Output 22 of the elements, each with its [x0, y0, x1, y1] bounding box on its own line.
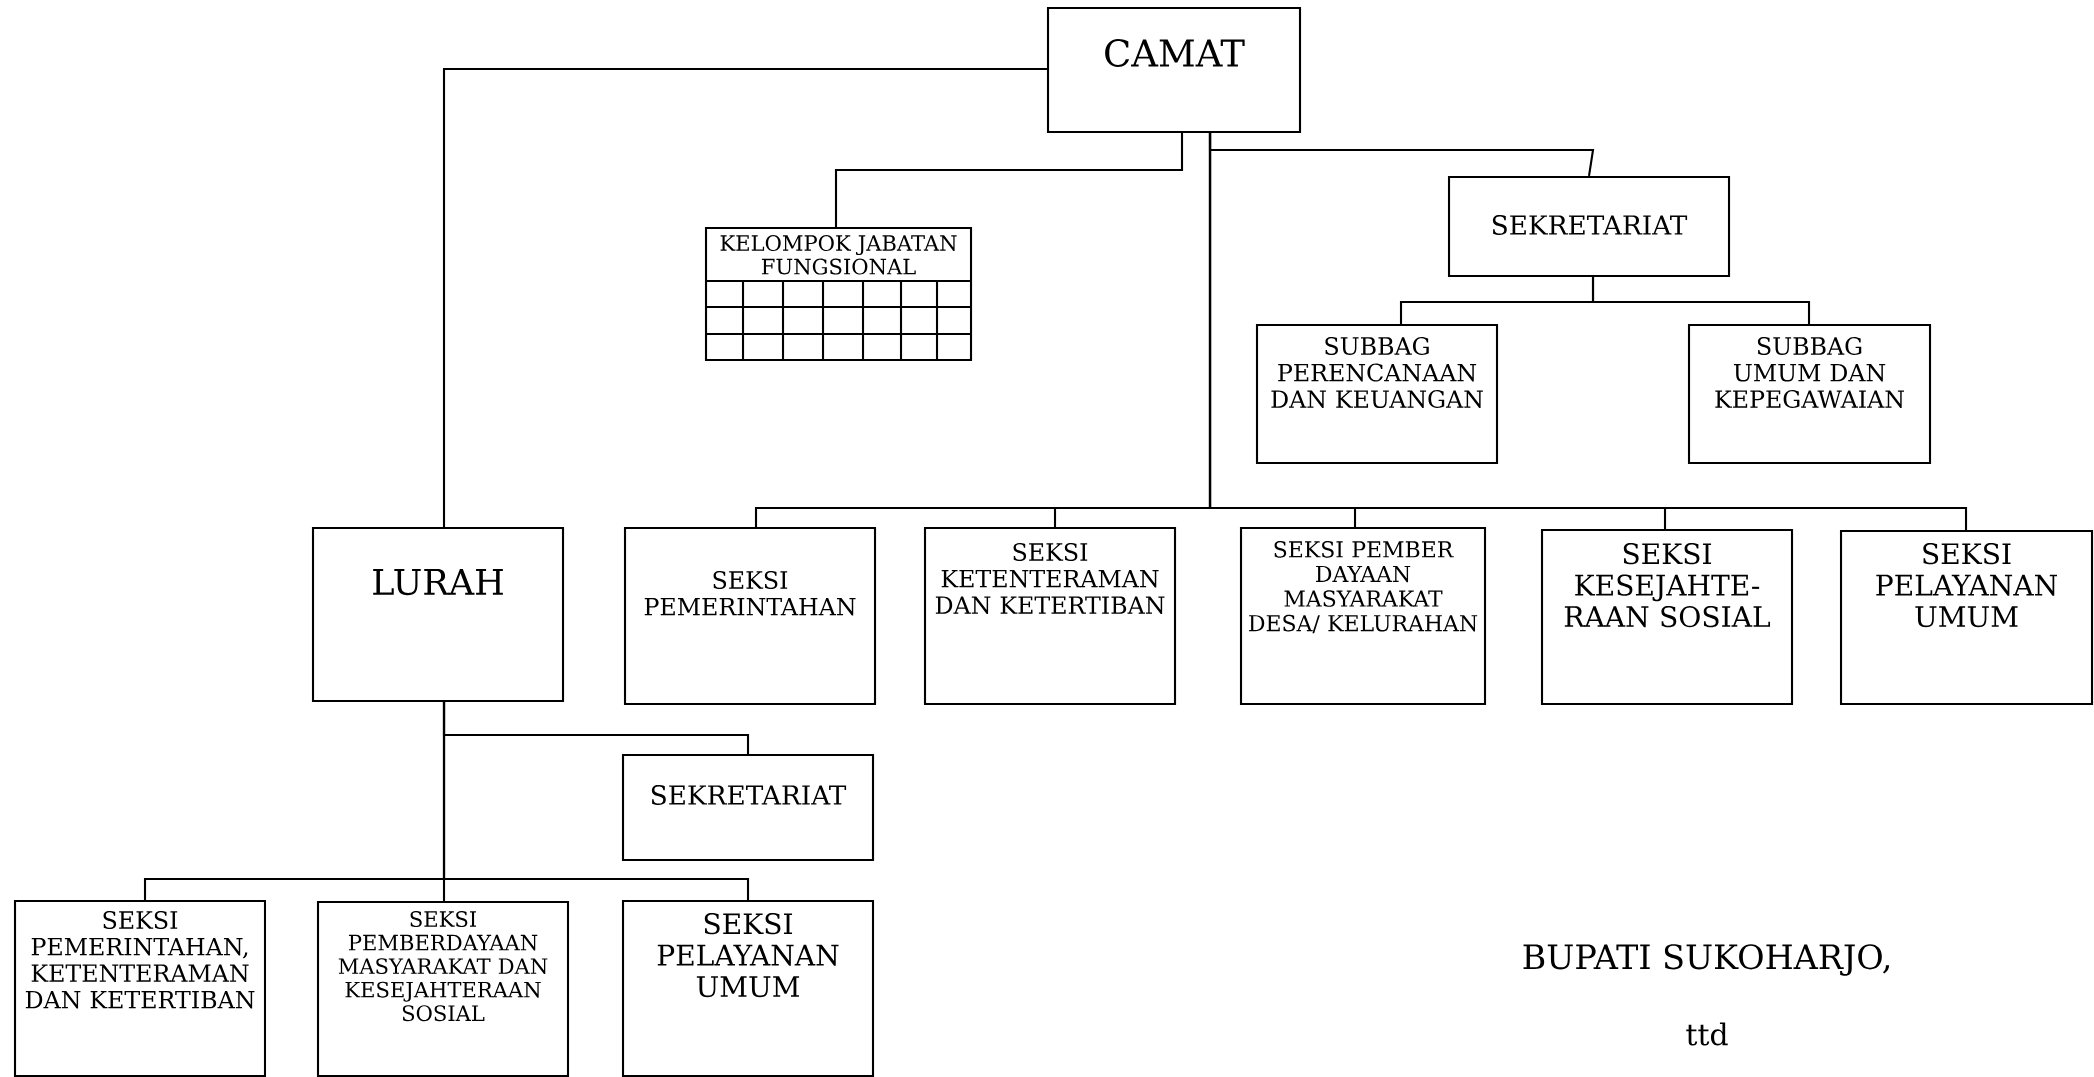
connector-line [442, 67, 1047, 527]
org-box: SEKSI PELAYANAN UMUM [621, 899, 875, 1077]
connector-line [1591, 277, 1811, 324]
org-box: SEKSI PEMERINTAHAN, KETENTERAMAN DAN KETERTIBAN [13, 899, 267, 1077]
org-box: SEKSI PEMBER DAYAAN MASYARAKAT DESA/ KELURAHAN [1239, 526, 1487, 706]
org-box: SUBBAG PERENCANAAN DAN KEUANGAN [1255, 323, 1499, 465]
org-box: SEKSI PELAYANAN UMUM [1839, 529, 2094, 706]
signature-title: BUPATI SUKOHARJO, [1523, 944, 1890, 976]
signature-note: ttd [1686, 1022, 1728, 1046]
org-box: SEKSI KESEJAHTE- RAAN SOSIAL [1540, 528, 1794, 706]
org-box: SEKSI PEMERINTAHAN [623, 526, 877, 706]
org-box: SEKRETARIAT [1447, 175, 1731, 278]
org-box: CAMAT [1046, 6, 1302, 134]
org-box: LURAH [311, 526, 565, 703]
org-box: SUBBAG UMUM DAN KEPEGAWAIAN [1687, 323, 1932, 465]
org-box: SEKRETARIAT [621, 753, 875, 862]
connector-line [442, 702, 750, 900]
connector-line [1208, 133, 1968, 530]
org-box: KELOMPOK JABATAN FUNGSIONAL [704, 226, 973, 362]
org-box: SEKSI KETENTERAMAN DAN KETERTIBAN [923, 526, 1177, 706]
org-box: SEKSI PEMBERDAYAAN MASYARAKAT DAN KESEJAHTERAAN SOSIAL [316, 900, 570, 1077]
connector-line [834, 133, 1184, 227]
